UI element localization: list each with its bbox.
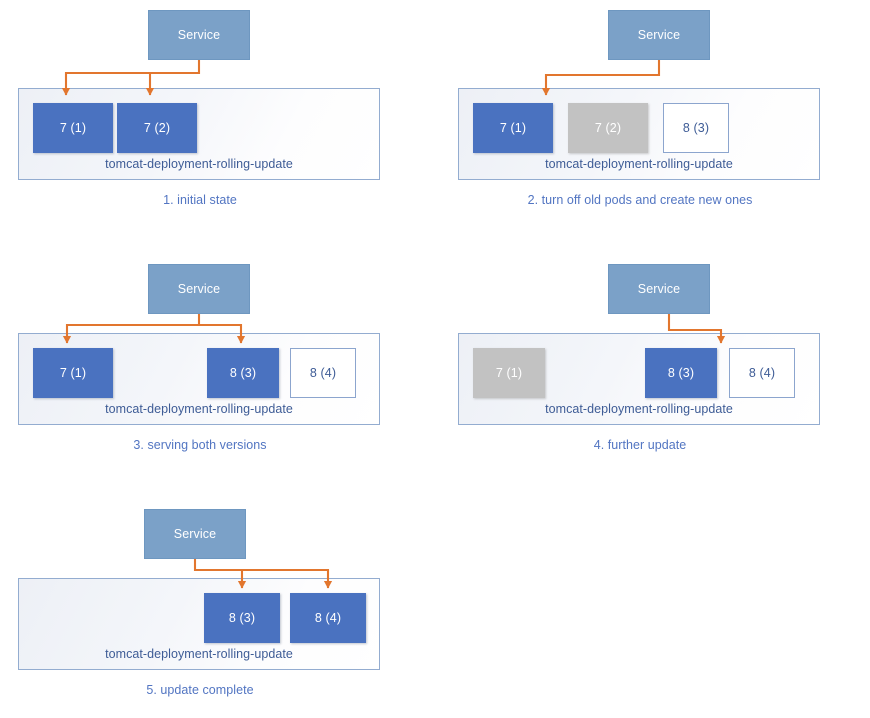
service-label: Service — [637, 282, 681, 296]
panel-caption: 4. further update — [593, 438, 687, 452]
pod-label: 8 (4) — [309, 366, 337, 380]
pod-7-1[interactable]: 7 (1) — [33, 348, 113, 398]
panel-further-update: Service tomcat-deployment-rolling-update… — [440, 250, 840, 470]
panel-update-complete: Service tomcat-deployment-rolling-update… — [0, 495, 400, 715]
service-label: Service — [177, 28, 221, 42]
pod-8-4[interactable]: 8 (4) — [290, 593, 366, 643]
panel-turn-off-old-pods: Service tomcat-deployment-rolling-update… — [440, 0, 840, 220]
pod-8-3[interactable]: 8 (3) — [663, 103, 729, 153]
pod-8-3[interactable]: 8 (3) — [204, 593, 280, 643]
deployment-label: tomcat-deployment-rolling-update — [545, 157, 733, 171]
pod-label: 8 (3) — [667, 366, 695, 380]
pod-8-3[interactable]: 8 (3) — [207, 348, 279, 398]
pod-label: 7 (2) — [143, 121, 171, 135]
pod-label: 8 (4) — [314, 611, 342, 625]
pod-label: 8 (4) — [748, 366, 776, 380]
pod-7-1[interactable]: 7 (1) — [33, 103, 113, 153]
service-box[interactable]: Service — [608, 264, 710, 314]
pod-7-2[interactable]: 7 (2) — [568, 103, 648, 153]
deployment-label: tomcat-deployment-rolling-update — [545, 402, 733, 416]
panel-caption: 1. initial state — [163, 193, 237, 207]
pod-label: 7 (1) — [59, 121, 87, 135]
deployment-label: tomcat-deployment-rolling-update — [105, 157, 293, 171]
pod-8-4[interactable]: 8 (4) — [729, 348, 795, 398]
panel-caption: 3. serving both versions — [133, 438, 267, 452]
panel-initial-state: Service tomcat-deployment-rolling-update… — [0, 0, 400, 220]
pod-7-2[interactable]: 7 (2) — [117, 103, 197, 153]
deployment-label: tomcat-deployment-rolling-update — [105, 647, 293, 661]
pod-label: 8 (3) — [229, 366, 257, 380]
pod-label: 7 (2) — [594, 121, 622, 135]
pod-8-4[interactable]: 8 (4) — [290, 348, 356, 398]
pod-label: 8 (3) — [228, 611, 256, 625]
service-box[interactable]: Service — [608, 10, 710, 60]
pod-label: 8 (3) — [682, 121, 710, 135]
service-label: Service — [177, 282, 221, 296]
service-label: Service — [637, 28, 681, 42]
pod-label: 7 (1) — [495, 366, 523, 380]
panel-caption: 2. turn off old pods and create new ones — [527, 193, 753, 207]
panel-caption: 5. update complete — [146, 683, 254, 697]
pod-label: 7 (1) — [59, 366, 87, 380]
deployment-label: tomcat-deployment-rolling-update — [105, 402, 293, 416]
service-box[interactable]: Service — [148, 264, 250, 314]
pod-8-3[interactable]: 8 (3) — [645, 348, 717, 398]
service-box[interactable]: Service — [144, 509, 246, 559]
panel-serving-both-versions: Service tomcat-deployment-rolling-update… — [0, 250, 400, 470]
service-box[interactable]: Service — [148, 10, 250, 60]
pod-7-1[interactable]: 7 (1) — [473, 348, 545, 398]
service-label: Service — [173, 527, 217, 541]
pod-label: 7 (1) — [499, 121, 527, 135]
pod-7-1[interactable]: 7 (1) — [473, 103, 553, 153]
